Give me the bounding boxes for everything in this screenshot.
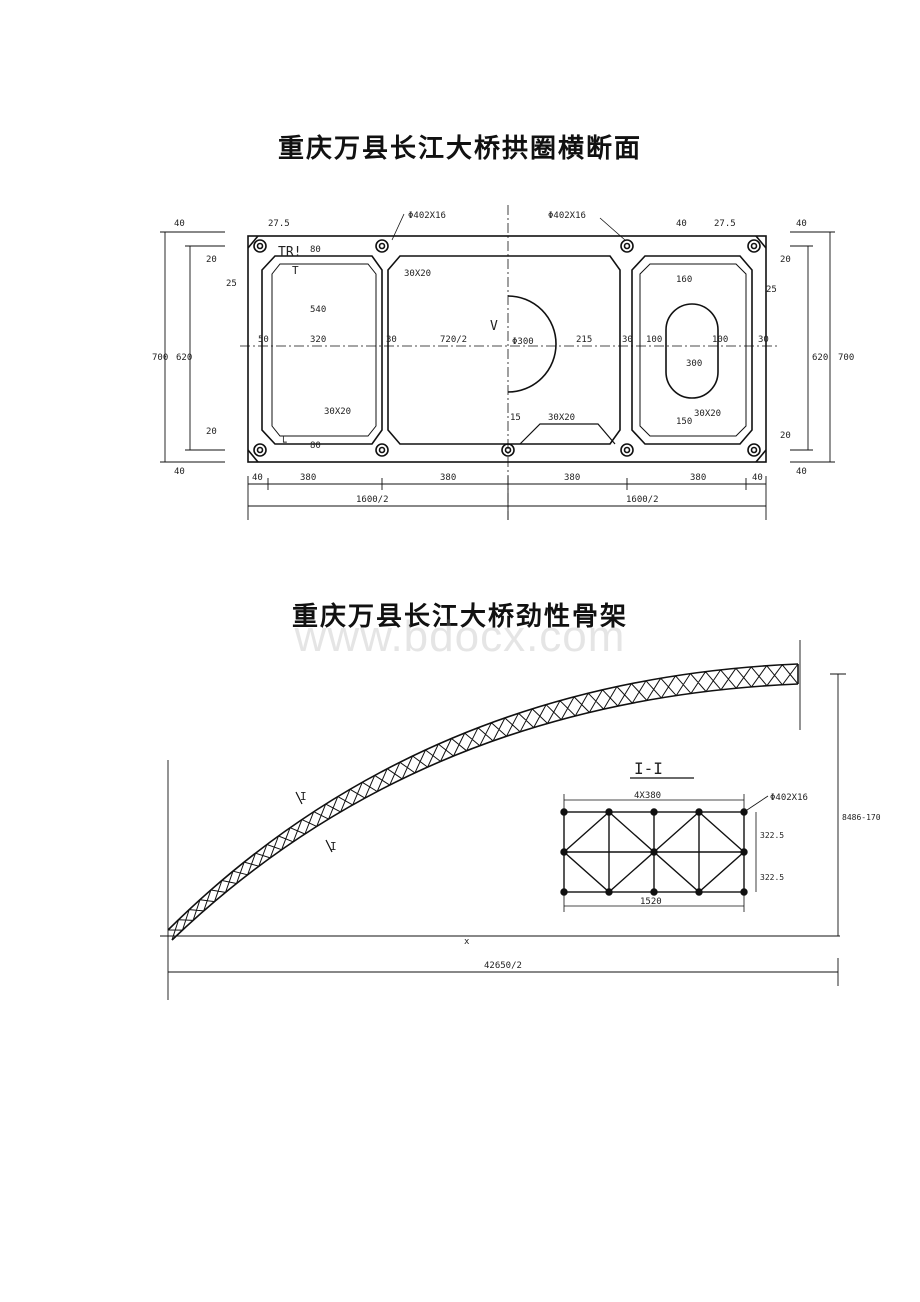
hole-label: 300 [686,359,702,369]
pipe-label: Φ402X16 [408,211,446,221]
cross-section-labels: Φ402X16 Φ402X16 30X20 30X20 30X20 30X20 … [152,211,854,505]
span-label: 42650/2 [484,961,522,971]
small-dim: 15 [510,413,521,423]
bottom-dim: 380 [300,473,316,483]
detail-dim: 1520 [640,897,662,907]
dim-label: 30 [622,335,633,345]
right-dim: 40 [796,467,807,477]
cross-section-title: 重庆万县长江大桥拱圈横断面 [277,134,642,164]
dim-label: 30 [386,335,397,345]
detail-dim: Φ402X16 [770,793,808,803]
arch-inner-chord [171,683,799,941]
right-dim: 25 [766,285,777,295]
left-dim: 20 [206,427,217,437]
left-dim: 40 [174,219,185,229]
mark: V [490,319,498,334]
cut-label: I [330,840,337,853]
mark: T [292,264,299,277]
section-detail [562,777,769,912]
left-dim: 40 [174,467,185,477]
cross-section-drawing [160,205,835,520]
skeleton-drawing [160,640,846,1000]
small-dim: 27.5 [268,219,290,229]
cut-label: I [300,790,307,803]
bottom-dim: 40 [252,473,263,483]
cell-label: 30X20 [324,407,351,417]
bottom-dim: 380 [690,473,706,483]
lattice-members [167,663,799,941]
dim-label: 215 [576,335,592,345]
bottom-dim: 1600/2 [626,495,659,505]
right-dim: 700 [838,353,854,363]
right-cell [631,255,753,445]
semicircle-hole [507,295,557,393]
detail-dim: 4X380 [634,791,661,801]
skeleton-labels: I-I I I 4X380 1520 Φ402X16 322.5 322.5 8… [300,759,881,971]
arch-lattice [167,663,799,941]
detail-dim: 322.5 [760,873,784,882]
right-dim: 620 [812,353,828,363]
small-dim: 160 [676,275,692,285]
oval-hole [665,303,719,399]
x-label: x [464,937,470,947]
small-dim: 27.5 [714,219,736,229]
left-dim: 25 [226,279,237,289]
small-dim: 80 [310,441,321,451]
cell-label: 30X20 [694,409,721,419]
bottom-dim: 380 [440,473,456,483]
cell-label: 30X20 [548,413,575,423]
bottom-dim: 1600/2 [356,495,389,505]
rise-label: 8486-170 [842,813,881,822]
span-dimension [160,760,840,1000]
pipe-label: Φ402X16 [548,211,586,221]
right-dim: 20 [780,431,791,441]
mark: └ [280,435,287,449]
watermark: www.bdocx.com [294,612,626,661]
dim-label: 50 [258,335,269,345]
left-cell [261,255,383,445]
dim-label: 320 [310,335,326,345]
arch-outer-chord [167,663,799,931]
left-dim: 700 [152,353,168,363]
cross-section-outline [247,235,767,463]
dim-label: 100 [646,335,662,345]
right-dim: 40 [796,219,807,229]
section-nodes [560,808,748,896]
center-cell [387,255,621,445]
right-dim: 20 [780,255,791,265]
dim-label: 100 [712,335,728,345]
dim-label: 30 [758,335,769,345]
small-dim: 150 [676,417,692,427]
dim-label: 720/2 [440,335,467,345]
bottom-dim: 40 [752,473,763,483]
rise-dimension [799,640,846,936]
mark: TR! [278,245,301,260]
left-dim: 620 [176,353,192,363]
detail-dim: 322.5 [760,831,784,840]
small-dim: 80 [310,245,321,255]
small-dim: 40 [676,219,687,229]
skeleton-title: 重庆万县长江大桥劲性骨架 [291,602,628,632]
small-dim: 540 [310,305,326,315]
section-mark: I-I [634,759,663,778]
bottom-dim: 380 [564,473,580,483]
hole-label: Φ300 [512,337,534,347]
cell-label: 30X20 [404,269,431,279]
left-dim: 20 [206,255,217,265]
